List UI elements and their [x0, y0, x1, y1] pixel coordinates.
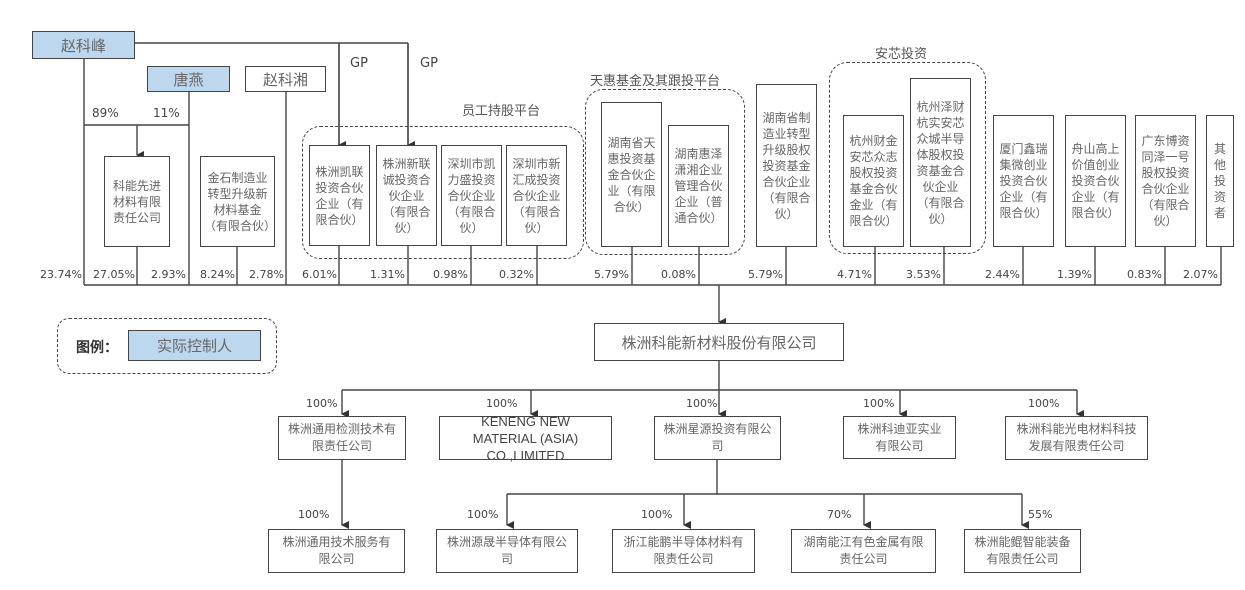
gp-label: GP: [420, 56, 438, 71]
shareholder-box: 深圳市新汇成投资合伙企业（有限合伙）: [506, 145, 567, 246]
anxin-label: 安芯投资: [875, 47, 928, 62]
shareholder-box: 舟山高上价值创业投资合伙企业（有限合伙）: [1065, 115, 1126, 247]
shareholder-box: 株洲新联诚投资合伙企业（有限合伙）: [376, 145, 437, 246]
legend-title: 图例：: [76, 340, 118, 356]
sub-pct: 100%: [641, 508, 673, 521]
main-company: 株洲科能新材料股份有限公司: [594, 323, 844, 361]
subsidiary-box: 浙江能鹏半导体材料有限责任公司: [612, 529, 755, 573]
controller-tang-yan: 唐燕: [147, 66, 230, 92]
subsidiary-box: 湖南能江有色金属有限责任公司: [791, 529, 936, 573]
anxin-group: [829, 62, 986, 254]
pct-label: 3.53%: [906, 268, 941, 281]
shareholder-box: 杭州泽财杭实安芯众城半导体股权投资基金合伙企业（有限合伙）: [910, 78, 971, 247]
pct-label: 2.93%: [151, 268, 186, 281]
subsidiary-box: 株洲能鲲智能装备有限责任公司: [964, 529, 1081, 573]
sub-pct: 100%: [298, 508, 330, 521]
employee-platform-group: [302, 126, 584, 259]
subsidiary-box: 株洲源晟半导体有限公司: [436, 529, 578, 573]
pct-label: 23.74%: [40, 268, 82, 281]
split-pct: 11%: [153, 106, 180, 120]
shareholder-box: 杭州财金安芯众志股权投资基金合伙金业（有限合伙）: [843, 115, 904, 247]
controller-zhao-kefeng: 赵科峰: [32, 31, 135, 59]
split-pct: 89%: [92, 106, 119, 120]
subsidiary-box: 株洲科迪亚实业有限公司: [843, 416, 956, 459]
shareholder-box: 株洲凯联投资合伙企业（有限合伙）: [309, 145, 370, 246]
sub-pct: 55%: [1028, 508, 1053, 521]
pct-label: 2.78%: [249, 268, 284, 281]
shareholder-box: 深圳市凯力盛投资合伙企业（有限合伙）: [441, 145, 502, 246]
sub-pct: 100%: [467, 508, 499, 521]
shareholder-name: 赵科湘: [262, 70, 308, 89]
pct-label: 1.31%: [370, 268, 405, 281]
pct-label: 27.05%: [93, 268, 135, 281]
shareholder-box: 厦门鑫瑞集微创业投资合伙企业（有限合伙）: [993, 115, 1054, 247]
pct-label: 0.08%: [661, 268, 696, 281]
shareholder-box: 湖南省制造业转型升级股权投资基金合伙企业（有限合伙）: [756, 84, 817, 247]
legend: [57, 318, 277, 374]
pct-label: 0.32%: [499, 268, 534, 281]
employee-platform-label: 员工持股平台: [462, 104, 541, 119]
legend-controller-swatch: 实际控制人: [128, 330, 261, 361]
shareholder-box: 金石制造业转型升级新材料基金（有限合伙）: [200, 156, 276, 247]
subsidiary-box: 株洲通用检测技术有限责任公司: [278, 416, 406, 460]
subsidiary-box: 株洲科能光电材料科技发展有限责任公司: [1005, 416, 1148, 460]
gp-label: GP: [350, 56, 368, 71]
pct-label: 6.01%: [302, 268, 337, 281]
main-company-name: 株洲科能新材料股份有限公司: [621, 333, 817, 352]
sub-pct: 100%: [486, 397, 518, 410]
pct-label: 4.71%: [837, 268, 872, 281]
subsidiary-box: 株洲星源投资有限公司: [654, 416, 781, 460]
sub-pct: 100%: [863, 397, 895, 410]
controller-name: 唐燕: [173, 70, 204, 89]
controller-name: 赵科峰: [60, 36, 106, 55]
tianhui-group: [585, 89, 745, 255]
tianhui-label: 天惠基金及其跟投平台: [590, 74, 721, 89]
pct-label: 5.79%: [594, 268, 629, 281]
pct-label: 8.24%: [200, 268, 235, 281]
pct-label: 2.07%: [1183, 268, 1218, 281]
pct-label: 0.98%: [433, 268, 468, 281]
pct-label: 0.83%: [1127, 268, 1162, 281]
sub-pct: 70%: [827, 508, 852, 521]
sub-pct: 100%: [1028, 397, 1060, 410]
sub-pct: 100%: [306, 397, 338, 410]
shareholder-zhao-kexiang: 赵科湘: [245, 66, 326, 92]
pct-label: 2.44%: [985, 268, 1020, 281]
legend-item-label: 实际控制人: [156, 337, 232, 355]
subsidiary-box: KENENG NEW MATERIAL (ASIA) CO.,LIMITED: [439, 414, 612, 463]
pct-label: 1.39%: [1057, 268, 1092, 281]
shareholder-box: 广东博资同泽一号股权投资合伙企业（有限合伙）: [1135, 115, 1196, 247]
shareholder-box: 科能先进材料有限责任公司: [104, 156, 170, 247]
subsidiary-box: 株洲通用技术服务有限公司: [268, 529, 405, 573]
shareholder-box: 湖南惠泽潇湘企业管理合伙企业（普通合伙）: [668, 125, 729, 247]
pct-label: 5.79%: [748, 268, 783, 281]
sub-pct: 100%: [686, 397, 718, 410]
shareholder-box: 其他投资者: [1206, 115, 1234, 247]
shareholder-box: 湖南省天惠投资基金合伙企业（有限合伙）: [601, 102, 662, 247]
